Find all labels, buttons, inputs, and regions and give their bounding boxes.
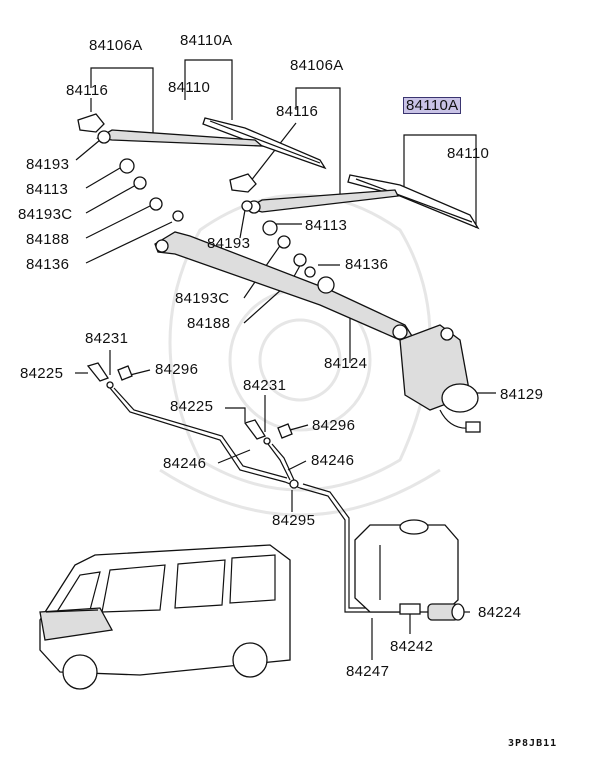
label-84246-a[interactable]: 84246: [163, 455, 207, 472]
label-84246-b[interactable]: 84246: [311, 452, 355, 469]
label-84110-left[interactable]: 84110: [168, 79, 211, 96]
label-84224[interactable]: 84224: [478, 604, 522, 621]
label-84296-b[interactable]: 84296: [312, 417, 356, 434]
label-84231-a[interactable]: 84231: [85, 330, 129, 347]
washer-nozzles: [86, 362, 293, 445]
label-84113-left[interactable]: 84113: [26, 181, 69, 198]
label-84188-right[interactable]: 84188: [187, 315, 231, 332]
pivot-caps: [77, 113, 316, 278]
label-84225-a[interactable]: 84225: [20, 365, 64, 382]
diagram-code: 3P8JB11: [508, 738, 558, 749]
leader-lines: [75, 59, 496, 660]
label-84188-left[interactable]: 84188: [26, 231, 70, 248]
left-wiper-arm: [96, 129, 264, 147]
label-84106A-left[interactable]: 84106A: [89, 37, 143, 54]
van-illustration: [39, 544, 291, 690]
label-84231-b[interactable]: 84231: [243, 377, 287, 394]
left-wiper-blade: [202, 117, 327, 170]
label-84129[interactable]: 84129: [500, 386, 544, 403]
label-84296-a[interactable]: 84296: [155, 361, 199, 378]
wiper-motor: [399, 324, 481, 433]
washer-pump: [399, 603, 465, 621]
label-84113-right[interactable]: 84113: [305, 217, 348, 234]
label-84110A-left[interactable]: 84110A: [180, 32, 233, 49]
label-84193-left[interactable]: 84193: [26, 156, 70, 173]
label-84136-right[interactable]: 84136: [345, 256, 389, 273]
label-84242[interactable]: 84242: [390, 638, 434, 655]
label-84193C-left[interactable]: 84193C: [18, 206, 73, 223]
label-84106A-right[interactable]: 84106A: [290, 57, 344, 74]
label-84247[interactable]: 84247: [346, 663, 390, 680]
label-84124[interactable]: 84124: [324, 355, 368, 372]
right-wiper-arm: [246, 189, 399, 214]
washer-tank: [354, 519, 459, 613]
label-84116-right[interactable]: 84116: [276, 103, 319, 120]
label-84193-right[interactable]: 84193: [207, 235, 251, 252]
label-84136-left[interactable]: 84136: [26, 256, 70, 273]
label-84110A-right-highlighted[interactable]: 84110A: [403, 97, 462, 114]
label-84116-left[interactable]: 84116: [66, 82, 109, 99]
label-84110-right[interactable]: 84110: [447, 145, 490, 162]
right-wiper-blade: [347, 174, 480, 230]
label-84193C-right[interactable]: 84193C: [175, 290, 230, 307]
label-84225-b[interactable]: 84225: [170, 398, 214, 415]
label-84295[interactable]: 84295: [272, 512, 316, 529]
